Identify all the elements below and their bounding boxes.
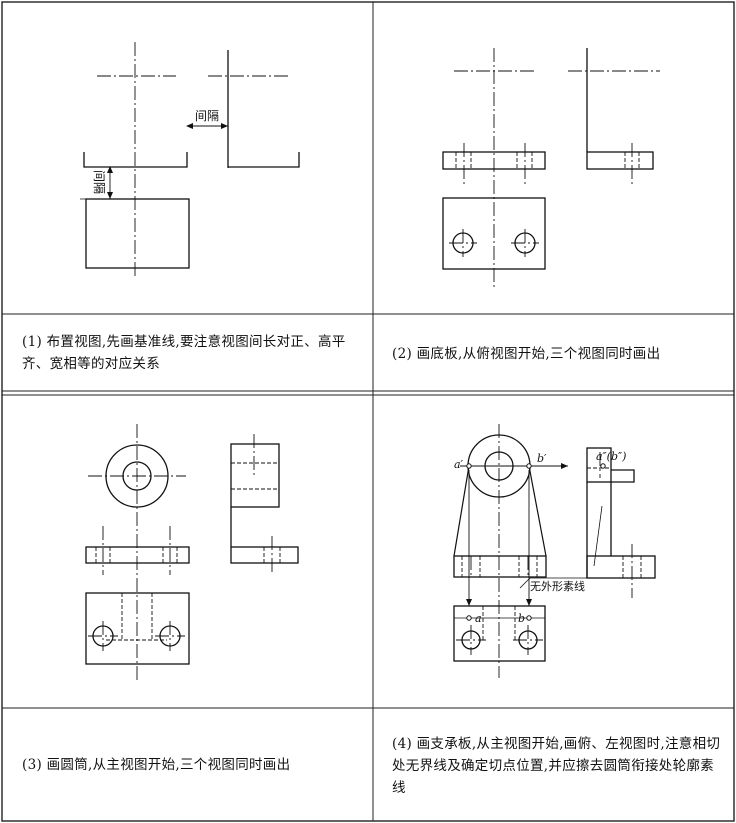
caption-step-4: (4) 画支承板,从主视图开始,画俯、左视图时,注意相切处无界线及确定切点位置,…: [392, 736, 721, 796]
point-label-b-prime: b′: [537, 452, 547, 465]
caption-step-1: (1) 布置视图,先画基准线,要注意视图间长对正、高平齐、宽相等的对应关系: [22, 334, 346, 372]
step3-drawing: [85, 424, 299, 680]
point-label-a: a: [475, 612, 482, 625]
label-no-outline: 无外形素线: [530, 579, 585, 593]
step1-drawing: [80, 42, 300, 276]
caption-step-2: (2) 画底板,从俯视图开始,三个视图同时画出: [392, 346, 661, 362]
caption-step-3: (3) 画圆筒,从主视图开始,三个视图同时画出: [22, 757, 291, 773]
point-label-ab-side: a″(b″): [596, 450, 626, 463]
point-label-b: b: [518, 612, 525, 625]
gap-label-vertical: 间隔: [92, 170, 106, 194]
gap-label-horizontal: 间隔: [195, 109, 219, 123]
step4-drawing: [453, 424, 656, 678]
point-label-a-prime: a′: [454, 458, 464, 471]
step2-drawing: [442, 48, 660, 290]
